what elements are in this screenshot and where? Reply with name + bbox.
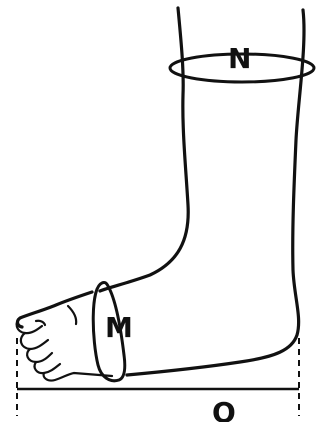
label-sole: O xyxy=(212,396,236,422)
toenail-detail xyxy=(36,321,45,325)
toe-4 xyxy=(35,362,60,373)
foot-top-outline xyxy=(18,292,92,327)
toe-2 xyxy=(21,333,48,349)
label-ankle: N xyxy=(228,42,251,75)
foot-crease xyxy=(68,306,76,324)
leg-front-outline xyxy=(100,8,188,291)
label-foot: M xyxy=(105,311,133,344)
toe-3 xyxy=(27,349,52,362)
leg-back-outline xyxy=(127,10,304,375)
